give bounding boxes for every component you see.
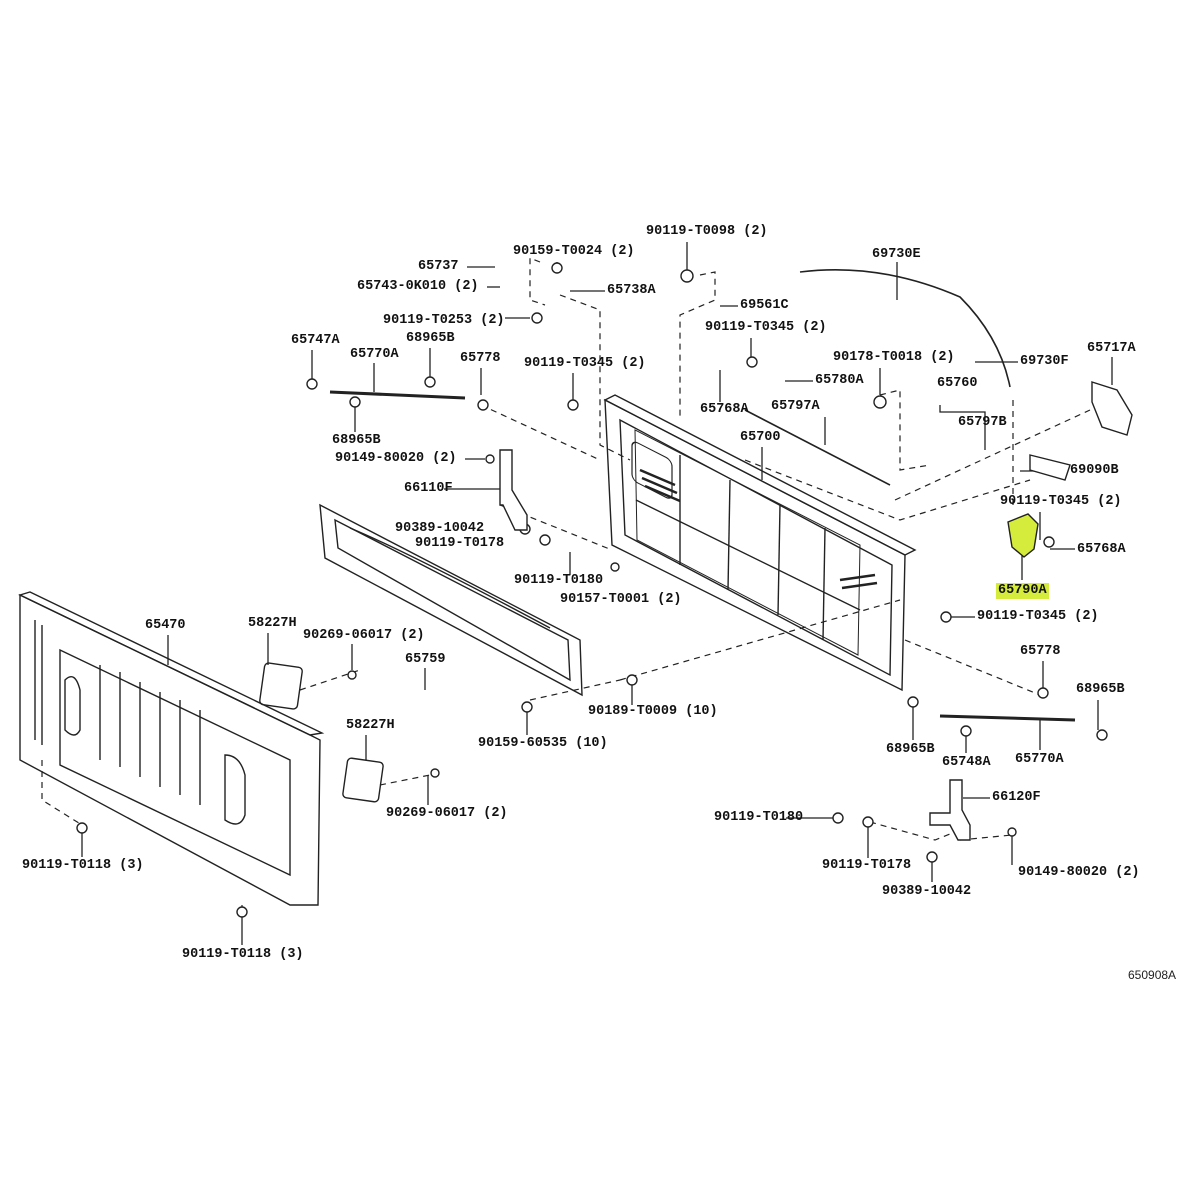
part-label: 90269-06017 (2) — [303, 628, 425, 643]
pad-58227H-lower — [342, 757, 384, 803]
part-label: 90119-T0118 (3) — [22, 858, 144, 873]
part-label: 90149-80020 (2) — [1018, 865, 1140, 880]
gasket-65759 — [319, 503, 583, 697]
part-label: 65700 — [740, 430, 781, 445]
part-label: 90119-T0180 — [714, 810, 804, 825]
part-label: 90119-T0098 (2) — [646, 224, 768, 239]
outer-panel-65470 — [18, 591, 325, 906]
part-label: 90119-T0253 (2) — [383, 313, 505, 328]
part-label: 58227H — [346, 718, 395, 733]
part-label: 65760 — [937, 376, 978, 391]
part-label: 65747A — [291, 333, 340, 348]
part-label: 65738A — [607, 283, 656, 298]
part-label: 65768A — [1077, 542, 1126, 557]
part-65790A — [1007, 513, 1039, 558]
part-label: 90119-T0118 (3) — [182, 947, 304, 962]
part-label: 65778 — [1020, 644, 1061, 659]
part-label: 90159-60535 (10) — [478, 736, 608, 751]
leader-lines — [81, 242, 1113, 945]
part-label-highlighted: 65790A — [996, 583, 1049, 599]
part-label: 90389-10042 — [882, 884, 972, 899]
rod-65797A — [744, 409, 891, 486]
part-label: 90157-T0001 (2) — [560, 592, 682, 607]
fasteners — [76, 262, 1108, 918]
handle-69090B — [1029, 454, 1071, 481]
part-label: 65797A — [771, 399, 820, 414]
rod-65770A-left — [329, 390, 466, 400]
part-label: 58227H — [248, 616, 297, 631]
part-label: 90389-10042 — [395, 521, 485, 536]
part-label: 90269-06017 (2) — [386, 806, 508, 821]
part-label: 90178-T0018 (2) — [833, 350, 955, 365]
cable-69730 — [799, 268, 1011, 388]
part-label: 65778 — [460, 351, 501, 366]
part-label: 68965B — [332, 433, 381, 448]
part-label: 90159-T0024 (2) — [513, 244, 635, 259]
rod-65770A-right — [939, 714, 1076, 722]
part-label: 90119-T0345 (2) — [705, 320, 827, 335]
part-label: 90119-T0178 — [415, 536, 505, 551]
part-label: 66120F — [992, 790, 1041, 805]
part-label: 65768A — [700, 402, 749, 417]
bracket-65717A — [1091, 381, 1133, 436]
part-label: 68965B — [1076, 682, 1125, 697]
part-label: 65780A — [815, 373, 864, 388]
part-label: 69730E — [872, 247, 921, 262]
diagram-code: 650908A — [1128, 968, 1177, 982]
part-label: 65748A — [942, 755, 991, 770]
part-label: 65717A — [1087, 341, 1136, 356]
part-label: 90119-T0345 (2) — [1000, 494, 1122, 509]
part-label: 69730F — [1020, 354, 1069, 369]
part-label: 65770A — [350, 347, 399, 362]
part-label: 65737 — [418, 259, 459, 274]
part-label: 90119-T0178 — [822, 858, 912, 873]
part-label: 65797B — [958, 415, 1007, 430]
bracket-66110F — [499, 449, 528, 531]
part-label: 65743-0K010 (2) — [357, 279, 479, 294]
bracket-66120F — [929, 779, 971, 841]
part-label: 65759 — [405, 652, 446, 667]
part-label: 69561C — [740, 298, 789, 313]
part-label: 65770A — [1015, 752, 1064, 767]
part-label: 90119-T0345 (2) — [977, 609, 1099, 624]
part-label: 90149-80020 (2) — [335, 451, 457, 466]
part-label: 90189-T0009 (10) — [588, 704, 718, 719]
part-label: 90119-T0180 — [514, 573, 604, 588]
part-label: 90119-T0345 (2) — [524, 356, 646, 371]
pad-58227H-upper — [259, 662, 303, 710]
tailgate-panel-65700 — [603, 394, 917, 692]
assembly-dashed-lines — [41, 257, 1091, 915]
part-label: 65470 — [145, 618, 186, 633]
part-label: 69090B — [1070, 463, 1119, 478]
part-label: 68965B — [406, 331, 455, 346]
part-label: 66110F — [404, 481, 453, 496]
part-label: 68965B — [886, 742, 935, 757]
